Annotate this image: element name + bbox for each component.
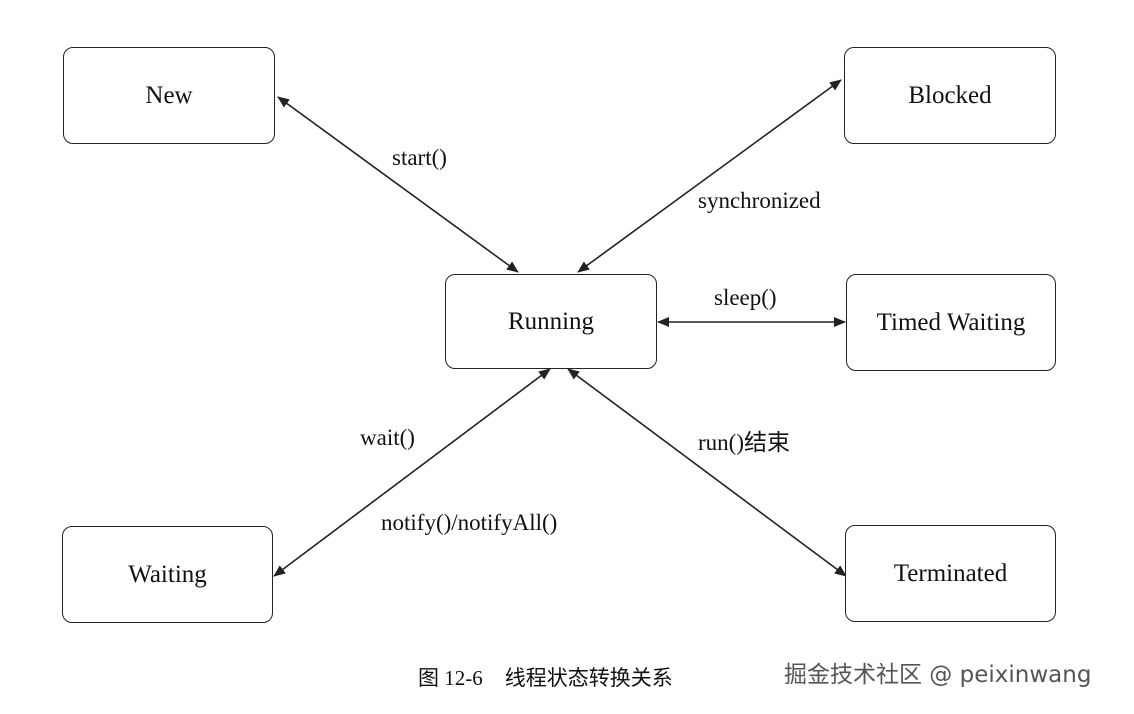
node-terminated-label: Terminated xyxy=(893,559,1008,587)
edge-label-start: start() xyxy=(392,145,447,170)
figure-title: 线程状态转换关系 xyxy=(504,666,673,690)
edge-running-blocked xyxy=(577,79,842,273)
watermark: 掘金技术社区 @ peixinwang xyxy=(784,662,1092,688)
edge-running-terminated xyxy=(567,368,847,577)
figure-number: 图 12-6 xyxy=(418,666,483,690)
edge-label-run-finished: run()结束 xyxy=(698,430,790,455)
figure-caption: 图 12-6 线程状态转换关系 xyxy=(418,668,673,689)
node-blocked-label: Blocked xyxy=(908,81,992,109)
node-blocked: Blocked xyxy=(844,47,1056,144)
edge-label-wait: wait() xyxy=(360,425,415,450)
edge-label-notify: notify()/notifyAll() xyxy=(381,510,558,535)
node-new: New xyxy=(63,47,275,144)
node-running: Running xyxy=(445,274,657,369)
edge-new-running xyxy=(277,96,519,273)
node-waiting: Waiting xyxy=(62,526,273,623)
node-timed-waiting: Timed Waiting xyxy=(846,274,1056,371)
node-running-label: Running xyxy=(507,307,595,335)
edge-label-sleep: sleep() xyxy=(714,285,777,310)
node-new-label: New xyxy=(145,81,193,109)
node-waiting-label: Waiting xyxy=(128,560,207,588)
node-terminated: Terminated xyxy=(845,525,1056,622)
node-timed-waiting-label: Timed Waiting xyxy=(876,308,1026,336)
edge-running-waiting xyxy=(273,368,551,577)
edge-label-synchronized: synchronized xyxy=(698,188,821,213)
